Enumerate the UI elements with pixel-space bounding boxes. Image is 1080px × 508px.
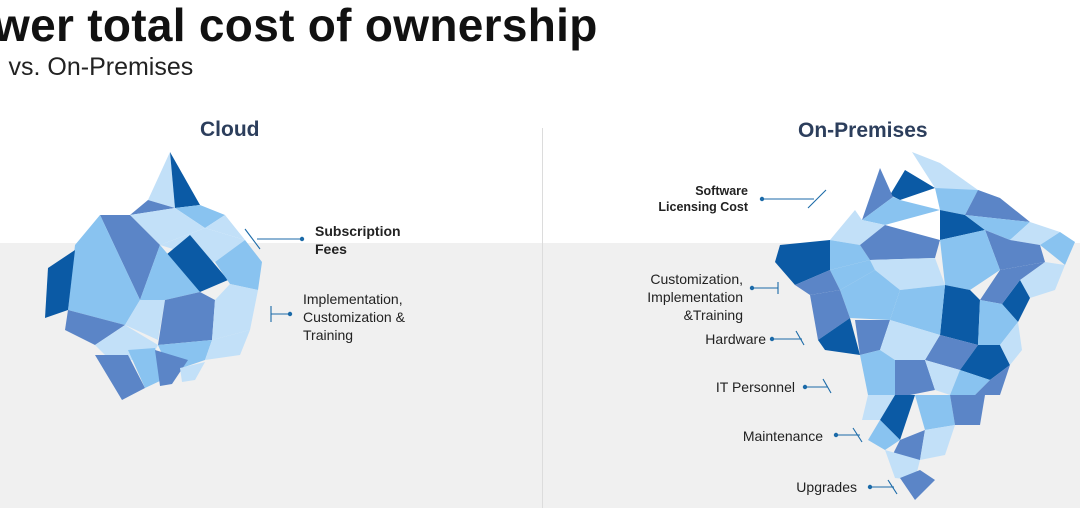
iceberg-facet bbox=[868, 420, 900, 450]
iceberg-facet bbox=[915, 395, 955, 430]
iceberg-facet bbox=[830, 260, 875, 290]
iceberg-facet bbox=[1010, 222, 1060, 245]
iceberg-facet bbox=[940, 285, 980, 345]
iceberg-facet bbox=[130, 208, 205, 245]
iceberg-facet bbox=[68, 215, 140, 325]
iceberg-facet bbox=[830, 210, 885, 245]
iceberg-facet bbox=[180, 362, 205, 382]
iceberg-facet bbox=[985, 230, 1045, 270]
iceberg-facet bbox=[980, 262, 1045, 304]
iceberg-facet bbox=[920, 425, 955, 460]
iceberg-facet bbox=[158, 292, 215, 345]
iceberg-facet bbox=[45, 250, 75, 318]
iceberg-facet bbox=[818, 318, 860, 355]
iceberg-facet bbox=[175, 205, 225, 228]
iceberg-facet bbox=[885, 450, 920, 480]
label-it-personnel: IT Personnel bbox=[715, 379, 795, 395]
page-title: wer total cost of ownership bbox=[0, 0, 598, 51]
iceberg-facet bbox=[212, 284, 258, 340]
label-customization-implementation-training: Customization, Implementation &Training bbox=[647, 271, 743, 323]
iceberg-facet bbox=[975, 365, 1010, 395]
iceberg-facet bbox=[1000, 322, 1022, 365]
iceberg-facet bbox=[860, 225, 940, 260]
iceberg-facet bbox=[840, 270, 900, 320]
label-subscription-fees: Subscription Fees bbox=[315, 223, 401, 257]
onprem-heading: On-Premises bbox=[798, 119, 928, 142]
iceberg-facet bbox=[940, 230, 1000, 290]
iceberg-facet bbox=[950, 370, 990, 395]
iceberg-facet bbox=[965, 215, 1030, 240]
section-divider bbox=[542, 128, 543, 508]
iceberg-facet bbox=[148, 152, 175, 208]
label-software-licensing-cost: Software Licensing Cost bbox=[658, 184, 748, 214]
iceberg-facet bbox=[125, 300, 165, 340]
iceberg-facet bbox=[900, 470, 935, 500]
label-implementation-customization-training: Implementation, Customization & Training bbox=[303, 291, 405, 343]
iceberg-facet bbox=[890, 285, 945, 335]
iceberg-facet bbox=[128, 348, 162, 388]
iceberg-facet bbox=[215, 240, 262, 290]
label-upgrades: Upgrades bbox=[796, 479, 857, 495]
iceberg-facet bbox=[155, 350, 188, 386]
cloud-connectors bbox=[244, 228, 305, 322]
page-subtitle: l vs. On-Premises bbox=[0, 53, 194, 81]
iceberg-facet bbox=[880, 320, 940, 360]
iceberg-facet bbox=[160, 228, 245, 262]
iceberg-facet bbox=[205, 330, 250, 360]
iceberg-facet bbox=[890, 170, 935, 200]
iceberg-facet bbox=[1002, 280, 1030, 322]
iceberg-facet bbox=[925, 360, 960, 395]
cloud-heading: Cloud bbox=[200, 118, 260, 141]
onprem-connectors bbox=[749, 189, 898, 495]
iceberg-facet bbox=[130, 200, 175, 215]
iceberg-facet bbox=[862, 395, 895, 420]
iceberg-facet bbox=[810, 290, 850, 340]
iceberg-facet bbox=[1040, 232, 1075, 265]
iceberg-facet bbox=[960, 345, 1010, 380]
iceberg-facet bbox=[925, 335, 978, 370]
iceberg-facet bbox=[895, 360, 935, 395]
cloud-iceberg bbox=[45, 152, 262, 400]
label-hardware: Hardware bbox=[705, 331, 766, 347]
iceberg-facet bbox=[795, 270, 840, 295]
iceberg-facet bbox=[935, 188, 978, 215]
iceberg-facet bbox=[65, 310, 125, 345]
iceberg-facet bbox=[860, 350, 895, 395]
iceberg-facet bbox=[890, 430, 925, 460]
iceberg-facet bbox=[978, 300, 1018, 345]
iceberg-facet bbox=[160, 235, 228, 292]
onprem-iceberg bbox=[775, 152, 1075, 500]
iceberg-facet bbox=[912, 152, 1000, 198]
label-maintenance: Maintenance bbox=[742, 428, 823, 444]
iceberg-facet bbox=[862, 197, 940, 225]
iceberg-facet bbox=[775, 240, 830, 285]
iceberg-facet bbox=[870, 258, 945, 290]
iceberg-facet bbox=[950, 395, 985, 425]
iceberg-facet bbox=[95, 355, 145, 400]
iceberg-facet bbox=[140, 245, 200, 300]
iceberg-facet bbox=[965, 190, 1030, 222]
iceberg-facet bbox=[862, 168, 893, 220]
iceberg-facet bbox=[205, 215, 245, 240]
iceberg-facet bbox=[100, 215, 160, 300]
iceberg-facet bbox=[170, 152, 200, 208]
iceberg-facet bbox=[1020, 262, 1065, 298]
